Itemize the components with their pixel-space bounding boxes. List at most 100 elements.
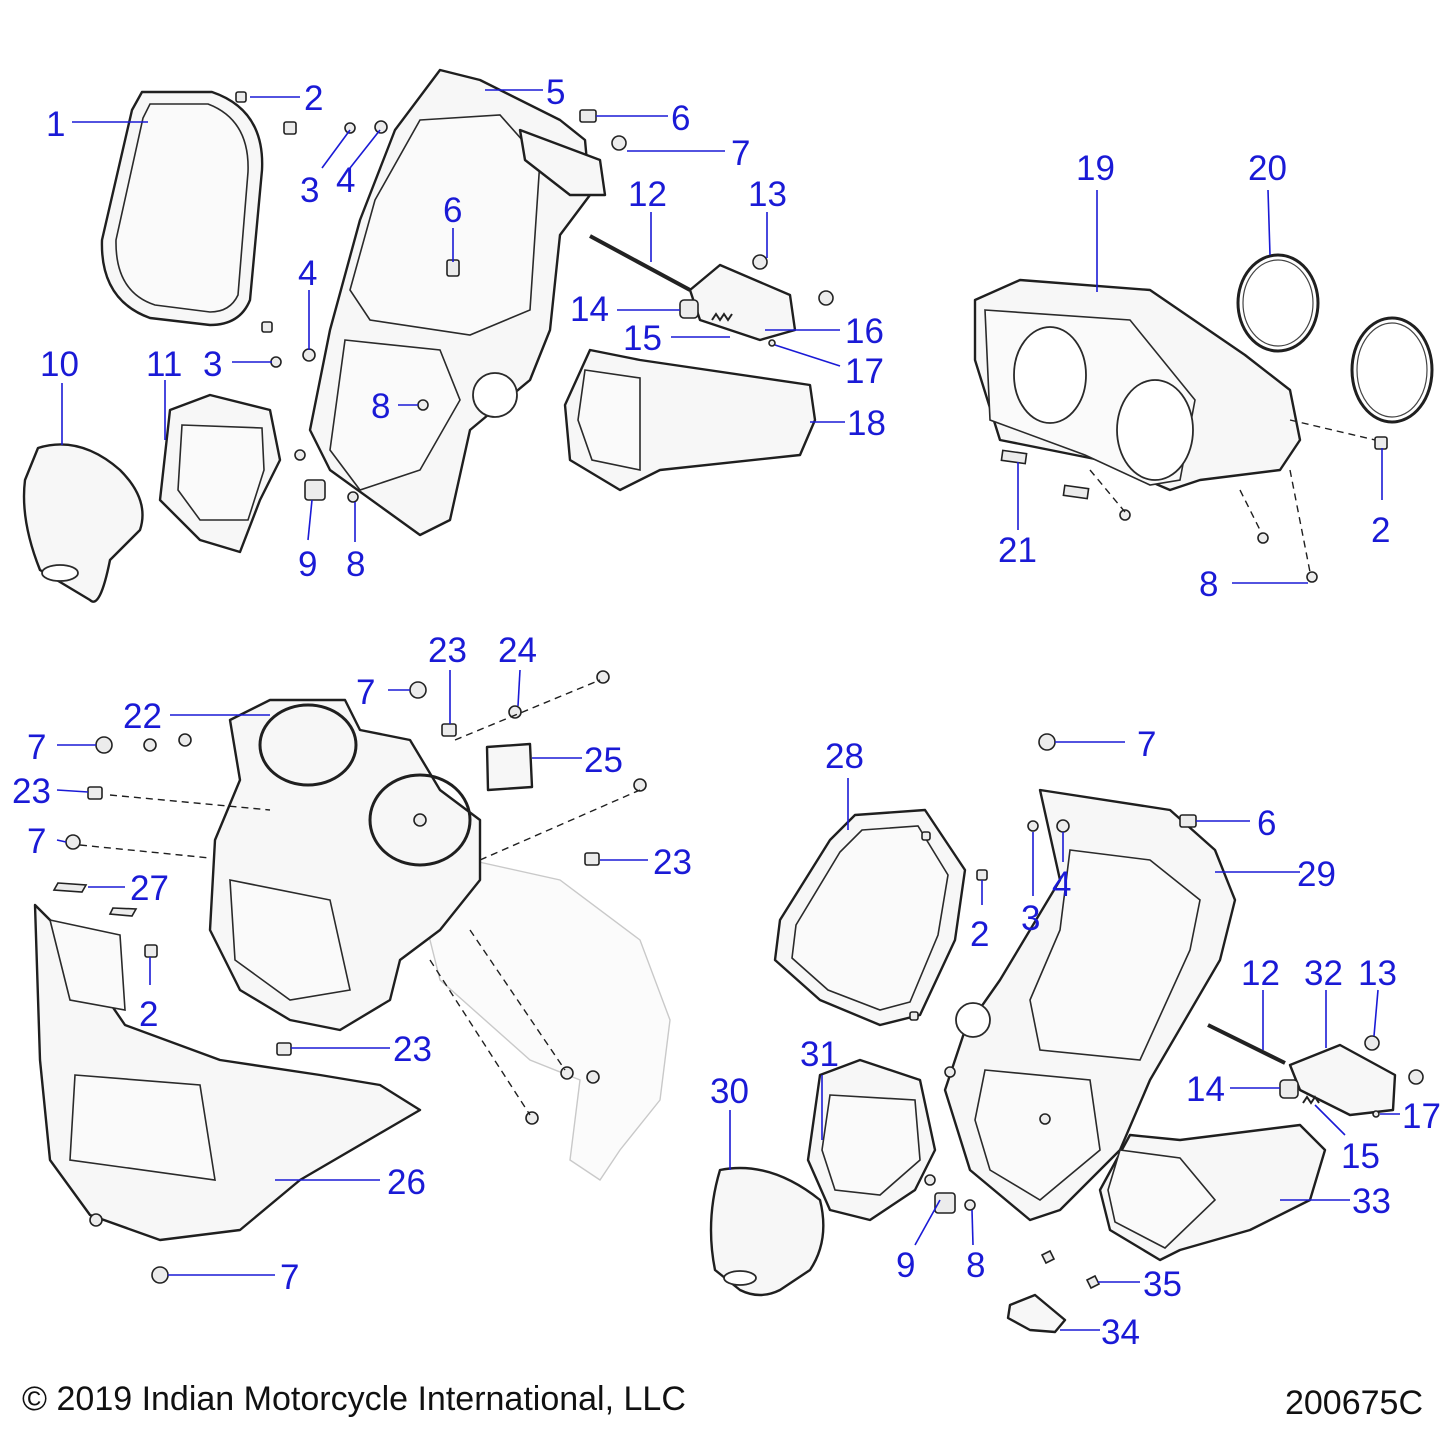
part-17-pin [1372,1110,1380,1118]
callout-2: 2 [304,79,323,118]
callout-4c: 4 [1052,865,1071,904]
part-23-clip [87,786,103,800]
part-14-bushing [1279,1079,1299,1099]
part-5-round-port [472,372,518,418]
part-nut [586,1070,600,1084]
leader-7d [56,839,67,843]
part-20-gauge-ring-inner [1356,322,1428,418]
part-34-cover [1006,1293,1067,1334]
part-7-screw [409,681,427,699]
part-2-clip [1374,436,1388,450]
part-10-lower-panel [22,443,144,603]
callout-12: 12 [628,175,667,214]
callout-17b: 17 [1402,1097,1441,1136]
callout-5: 5 [546,73,565,112]
leader-lines [56,89,1400,1331]
part-6-clip [1179,814,1197,828]
part-4-washer [302,348,316,362]
part-nut [560,1066,574,1080]
part-8-screw [944,1066,956,1078]
part-nut [525,1111,539,1125]
callout-32: 32 [1304,954,1343,993]
part-32-hinge-bracket [1288,1043,1397,1117]
part-fastener [1040,1249,1056,1265]
leader-24 [517,669,521,707]
callout-13b: 13 [1358,954,1397,993]
callout-7: 7 [731,134,750,173]
part-2-clip [144,944,158,958]
callout-15: 15 [623,319,662,358]
callout-22: 22 [123,697,162,736]
assembly-bottom-right [709,733,1424,1334]
part-2-clip [235,91,247,103]
drawing-number: 200675C [1284,1384,1423,1422]
part-2-clip [283,121,297,135]
part-32-hinge-bracket [688,263,797,342]
part-20-gauge-ring-inner [1242,259,1314,347]
callout-6: 6 [671,99,690,138]
part-8-screw [1306,571,1318,583]
part-12-rod [1207,1023,1286,1065]
callout-19: 19 [1076,149,1115,188]
callout-10: 10 [40,345,79,384]
leader-9 [307,499,313,541]
part-1-lens-inner [115,103,249,313]
callout-12b: 12 [1241,954,1280,993]
part-2-clip [261,321,273,333]
part-7-screw [65,834,81,850]
part-7-screw [1038,733,1056,751]
callout-30: 30 [710,1072,749,1111]
assembly-line [454,679,601,741]
part-11-bezel-inner [177,424,265,521]
part-15-spring [1302,1095,1320,1105]
copyright-notice: © 2019 Indian Motorcycle International, … [22,1380,686,1418]
callout-8d: 8 [966,1246,985,1285]
callout-35: 35 [1143,1265,1182,1304]
callout-27: 27 [130,869,169,908]
leader-23b [56,789,89,793]
callout-28: 28 [825,737,864,776]
part-24-nut [508,705,522,719]
callout-23d: 23 [393,1030,432,1069]
part-8-screw [964,1199,976,1211]
callout-2b: 2 [1371,511,1390,550]
callout-7e: 7 [280,1258,299,1297]
callout-1: 1 [46,105,65,144]
callout-23b: 23 [12,772,51,811]
callout-15b: 15 [1341,1137,1380,1176]
assembly-line [1289,419,1376,441]
part-20-gauge-ring [1236,253,1320,353]
part-19-gauge-opening-right [1116,379,1194,481]
callout-labels: 1 2 3 4 5 6 7 6 4 3 11 10 8 9 8 12 13 14… [12,73,1441,1352]
part-7-screw [413,813,427,827]
part-25-cover [485,742,534,792]
callout-13: 13 [748,175,787,214]
part-27-pad [52,882,88,893]
part-8-screw [924,1174,936,1186]
callout-8b: 8 [346,545,365,584]
part-23-clip [441,723,457,737]
part-6-clip [579,109,597,123]
callout-20: 20 [1248,149,1287,188]
assembly-bottom-left [33,670,671,1284]
part-12-rod [589,234,691,292]
assembly-line [469,929,566,1071]
callout-4b: 4 [298,254,317,293]
part-5-upper-opening [349,114,541,336]
callout-14: 14 [570,290,609,329]
part-8-screw [417,399,429,411]
part-17-pin [768,339,776,347]
callout-26: 26 [387,1163,426,1202]
part-13-nut [1364,1035,1380,1051]
leader-15b [1314,1104,1346,1136]
part-7-screw [95,736,113,754]
part-29-lower-opening [974,1069,1101,1201]
callout-7c: 7 [27,728,46,767]
assembly-top-right [973,253,1434,583]
part-3-screw [270,356,282,368]
part-23-clip [584,852,600,866]
part-3-screw [1027,820,1039,832]
part-26-upper-surround [48,918,126,1011]
callout-21: 21 [998,531,1037,570]
assembly-line [1289,469,1311,573]
